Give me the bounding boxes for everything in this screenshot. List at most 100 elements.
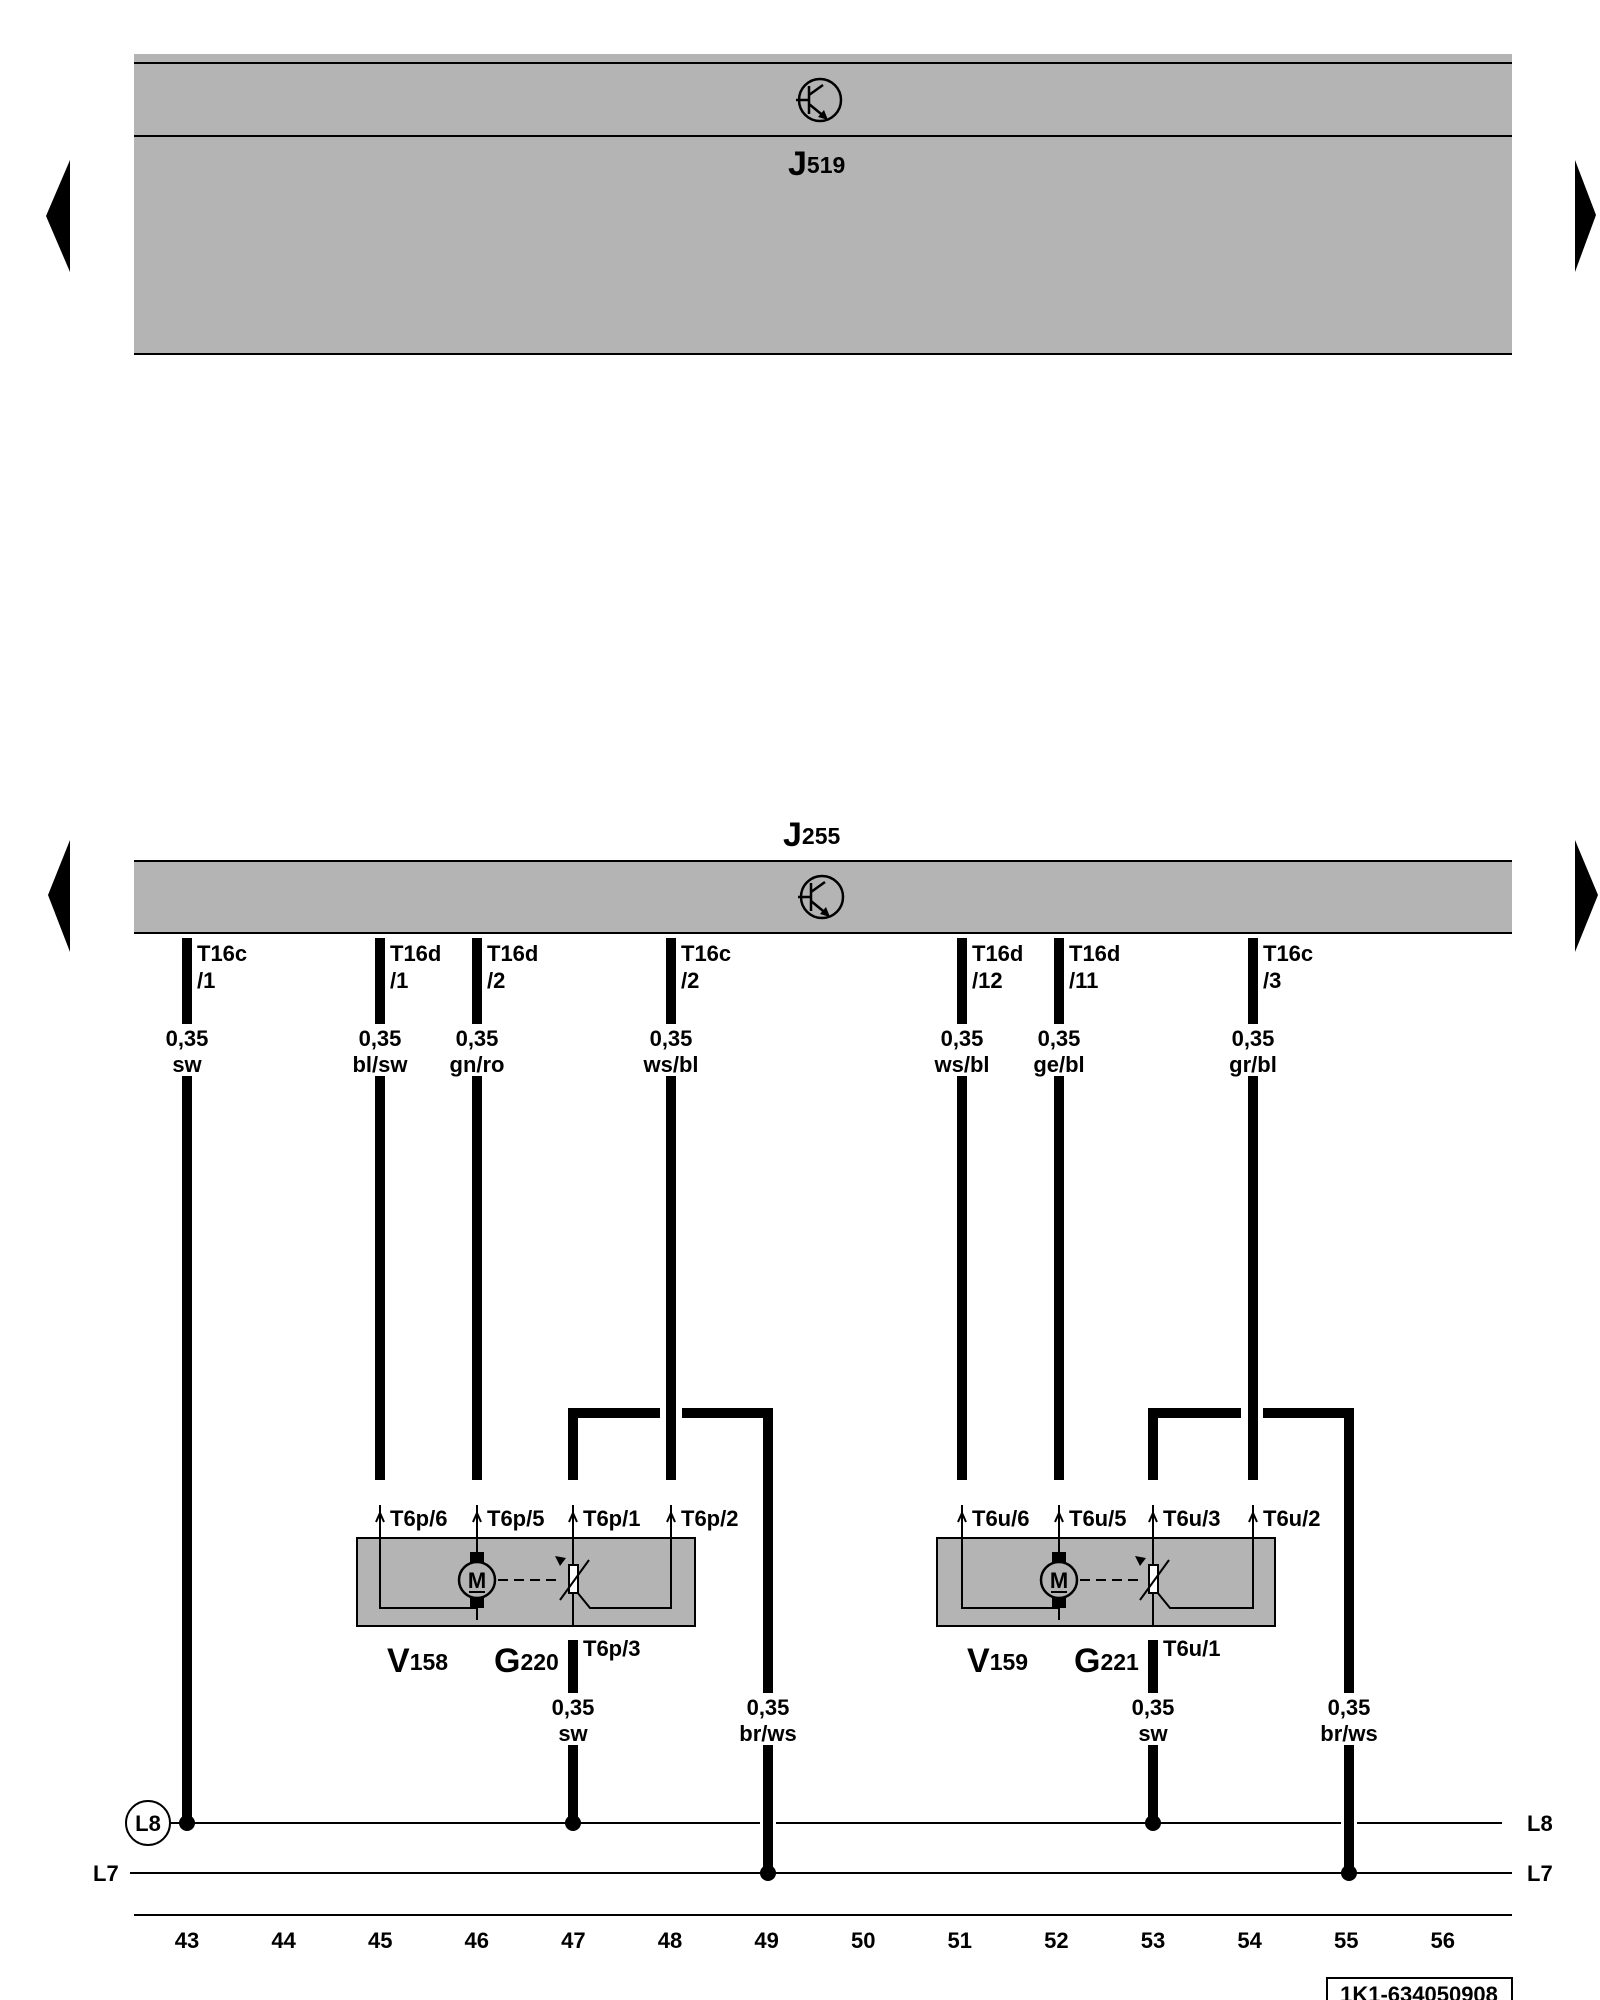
svg-text:gr/bl: gr/bl <box>1229 1052 1277 1077</box>
wire-43: T16c /1 0,35 sw <box>160 938 247 1823</box>
svg-text:T16c: T16c <box>1263 941 1313 966</box>
actuator-housing <box>936 1537 1276 1627</box>
g220-label: G220 <box>494 1642 559 1680</box>
svg-text:0,35: 0,35 <box>650 1026 693 1051</box>
next-page-arrow-bottom[interactable] <box>1575 840 1598 952</box>
prev-page-arrow-bottom[interactable] <box>48 840 70 952</box>
svg-text:0,35: 0,35 <box>1132 1695 1175 1720</box>
column-number: 47 <box>561 1928 585 1953</box>
svg-text:/12: /12 <box>972 968 1003 993</box>
svg-text:T6p/1: T6p/1 <box>583 1506 640 1531</box>
svg-text:/1: /1 <box>390 968 408 993</box>
svg-text:0,35: 0,35 <box>1232 1026 1275 1051</box>
column-number: 43 <box>175 1928 199 1953</box>
column-number: 55 <box>1334 1928 1358 1953</box>
svg-text:/1: /1 <box>197 968 215 993</box>
svg-text:0,35: 0,35 <box>1328 1695 1371 1720</box>
wire-48: T16c /2 0,35 ws/bl <box>637 938 731 1480</box>
svg-text:T6u/1: T6u/1 <box>1163 1636 1220 1661</box>
svg-text:/11: /11 <box>1069 968 1098 993</box>
svg-text:0,35: 0,35 <box>747 1695 790 1720</box>
svg-text:sw: sw <box>558 1721 588 1746</box>
svg-text:sw: sw <box>172 1052 202 1077</box>
svg-text:T6p/3: T6p/3 <box>583 1636 640 1661</box>
column-number: 53 <box>1141 1928 1165 1953</box>
wire-51: T16d /12 0,35 ws/bl <box>928 938 1023 1480</box>
svg-text:ge/bl: ge/bl <box>1033 1052 1084 1077</box>
motor-icon: M <box>457 1552 497 1608</box>
svg-text:L8: L8 <box>135 1811 161 1836</box>
control-unit-j255: J255 <box>134 816 1512 934</box>
column-number: 56 <box>1431 1928 1455 1953</box>
control-unit-j519: J519 <box>134 54 1512 355</box>
svg-text:T16d: T16d <box>487 941 538 966</box>
svg-text:0,35: 0,35 <box>1038 1026 1081 1051</box>
svg-text:T16c: T16c <box>681 941 731 966</box>
svg-text:0,35: 0,35 <box>552 1695 595 1720</box>
column-number: 50 <box>851 1928 875 1953</box>
j255-label: J255 <box>783 816 841 854</box>
svg-text:T6u/5: T6u/5 <box>1069 1506 1126 1531</box>
svg-text:gn/ro: gn/ro <box>450 1052 505 1077</box>
wire-54: T16c /3 0,35 gr/bl <box>1219 938 1313 1480</box>
svg-text:T6u/6: T6u/6 <box>972 1506 1029 1531</box>
svg-text:M: M <box>1050 1568 1068 1593</box>
svg-text:T6p/6: T6p/6 <box>390 1506 447 1531</box>
svg-text:T6p/2: T6p/2 <box>681 1506 738 1531</box>
wire-46: T16d /2 0,35 gn/ro <box>443 938 538 1480</box>
svg-text:T6u/3: T6u/3 <box>1163 1506 1220 1531</box>
actuator-housing <box>356 1537 696 1627</box>
svg-text:T6u/2: T6u/2 <box>1263 1506 1320 1531</box>
svg-text:ws/bl: ws/bl <box>642 1052 698 1077</box>
actuator-group-right: M T6u/6 T6u/5 T6u/3 T6u/2 T6u/1 V159 G22… <box>936 1408 1381 1873</box>
svg-text:0,35: 0,35 <box>166 1026 209 1051</box>
svg-text:br/ws: br/ws <box>1320 1721 1377 1746</box>
column-number: 49 <box>754 1928 778 1953</box>
g221-label: G221 <box>1074 1642 1139 1680</box>
column-number: 54 <box>1237 1928 1262 1953</box>
svg-text:T6p/5: T6p/5 <box>487 1506 544 1531</box>
next-page-arrow-top[interactable] <box>1575 160 1596 272</box>
svg-text:bl/sw: bl/sw <box>352 1052 408 1077</box>
v158-label: V158 <box>387 1642 448 1680</box>
column-number: 51 <box>948 1928 972 1953</box>
potentiometer-icon <box>1135 1556 1170 1601</box>
document-id-box: 1K1-634050908 <box>1326 1977 1513 2000</box>
column-scale: 43 44 45 46 47 48 49 50 51 52 53 54 55 56 <box>134 1914 1512 1953</box>
svg-text:0,35: 0,35 <box>456 1026 499 1051</box>
motor-icon: M <box>1039 1552 1079 1608</box>
svg-text:/2: /2 <box>487 968 505 993</box>
wire-52: T16d /11 0,35 ge/bl <box>1025 938 1120 1480</box>
svg-text:1K1-634050908: 1K1-634050908 <box>1340 1982 1498 2000</box>
svg-text:T16d: T16d <box>1069 941 1120 966</box>
transistor-in-circle-icon <box>796 77 843 123</box>
svg-text:T16d: T16d <box>972 941 1023 966</box>
potentiometer-icon <box>555 1556 590 1601</box>
column-number: 44 <box>271 1928 296 1953</box>
svg-text:M: M <box>468 1568 486 1593</box>
bus-l8: L8 L8 <box>125 1800 1553 1846</box>
svg-text:0,35: 0,35 <box>359 1026 402 1051</box>
column-number: 48 <box>658 1928 682 1953</box>
svg-text:T16c: T16c <box>197 941 247 966</box>
column-number: 46 <box>465 1928 489 1953</box>
transistor-in-circle-icon <box>798 874 845 920</box>
svg-text:sw: sw <box>1138 1721 1168 1746</box>
svg-text:T16d: T16d <box>390 941 441 966</box>
svg-text:0,35: 0,35 <box>941 1026 984 1051</box>
wire-45: T16d /1 0,35 bl/sw <box>348 938 441 1480</box>
v159-label: V159 <box>967 1642 1028 1680</box>
svg-text:/2: /2 <box>681 968 699 993</box>
svg-text:br/ws: br/ws <box>739 1721 796 1746</box>
svg-text:ws/bl: ws/bl <box>933 1052 989 1077</box>
column-number: 45 <box>368 1928 392 1953</box>
bus-l7: L7 L7 <box>93 1861 1553 1886</box>
svg-text:L7: L7 <box>1527 1861 1553 1886</box>
j519-label: J519 <box>788 145 845 183</box>
l8-reference-circle <box>125 1800 171 1846</box>
actuator-group-left: M T6p/6 T6p/5 T6p/1 T6p/2 T6p/3 V158 G22… <box>356 1408 800 1873</box>
column-number: 52 <box>1044 1928 1068 1953</box>
svg-text:L7: L7 <box>93 1861 119 1886</box>
svg-text:/3: /3 <box>1263 968 1281 993</box>
